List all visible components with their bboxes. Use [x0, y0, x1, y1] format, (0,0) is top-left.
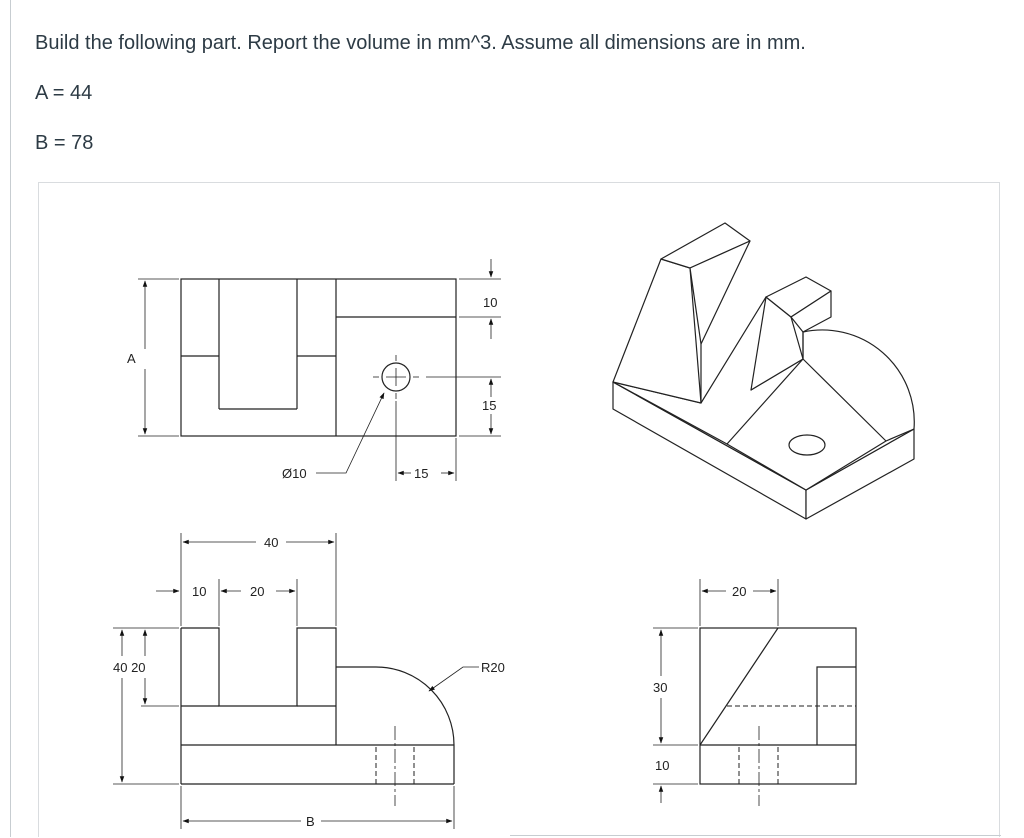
- parameter-b: B = 78: [35, 132, 94, 154]
- dim-20-slot-label: 20: [250, 584, 264, 599]
- figure-bottom-border: [510, 835, 1001, 836]
- front-view-dimensions: [113, 533, 479, 829]
- side-view-hidden: [727, 705, 856, 784]
- drawing-svg: A 10 15 15 Ø10: [113, 222, 915, 829]
- dim-40-20-label: 40 20: [113, 660, 146, 675]
- hole-diameter-label: Ø10: [282, 466, 307, 481]
- isometric-view: [612, 222, 915, 520]
- dim-10-left-label: 10: [192, 584, 206, 599]
- top-view-dimensions: [138, 259, 501, 481]
- parameter-a: A = 44: [35, 82, 93, 104]
- top-view-dimension-text: A 10 15 15 Ø10: [127, 295, 497, 481]
- dim-a-label: A: [127, 351, 136, 366]
- dim-b-label: B: [306, 814, 315, 829]
- question-prompt: Build the following part. Report the vol…: [35, 32, 806, 54]
- dim-15-bottom-label: 15: [414, 466, 428, 481]
- dim-r20-label: R20: [481, 660, 505, 675]
- front-view-hidden: [375, 747, 415, 784]
- dim-20-side-label: 20: [732, 584, 746, 599]
- top-view: [180, 278, 457, 437]
- dim-10-side-label: 10: [655, 758, 669, 773]
- side-view-dimension-text: 20 30 10: [653, 584, 746, 773]
- dim-40-label: 40: [264, 535, 278, 550]
- front-view: [180, 627, 455, 785]
- dim-30-label: 30: [653, 680, 667, 695]
- side-view-dimensions: [653, 579, 779, 803]
- content-left-border: [10, 0, 11, 837]
- top-view-centerlines: [373, 355, 419, 399]
- dim-10-label: 10: [483, 295, 497, 310]
- dim-15-top-label: 15: [482, 398, 496, 413]
- engineering-drawing-figure: A 10 15 15 Ø10: [38, 182, 1000, 837]
- front-view-dimension-text: 40 10 20 40 20 R20 B: [113, 535, 505, 829]
